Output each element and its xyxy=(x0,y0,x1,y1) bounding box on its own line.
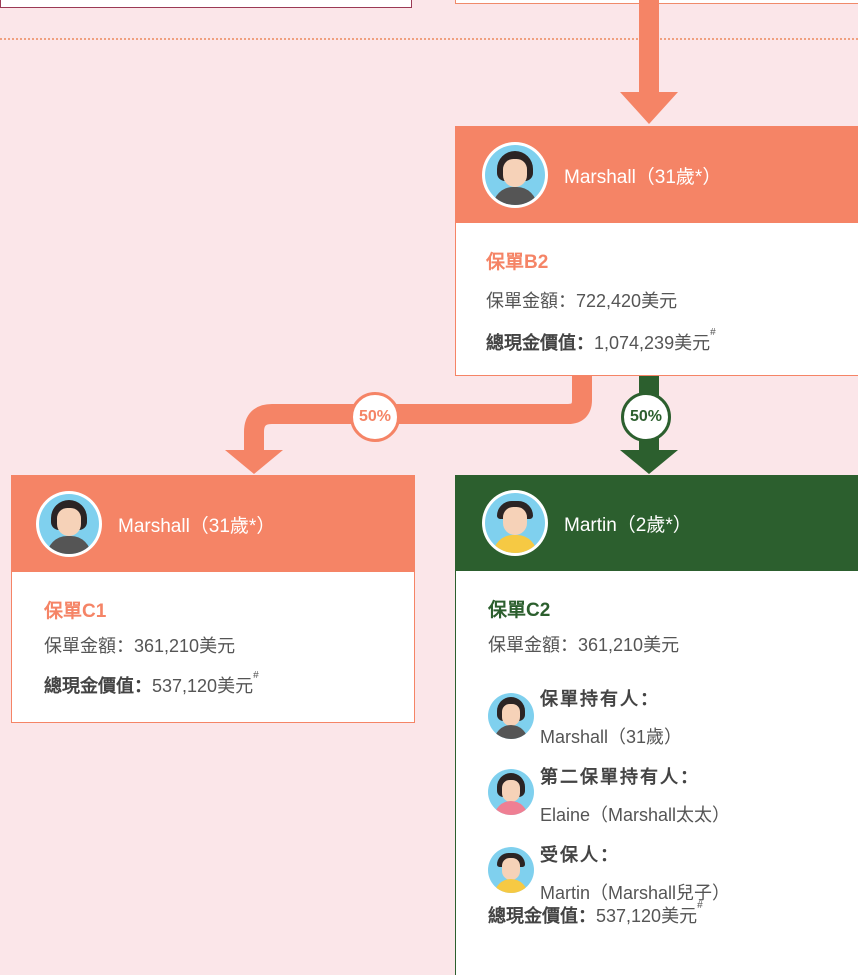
arrow-left-head xyxy=(225,450,283,474)
card-c1-header: Marshall（31歲*） xyxy=(12,476,414,572)
martin-avatar-icon xyxy=(482,490,548,556)
split-percent-right: 50% xyxy=(621,392,671,442)
cash-value-row: 總現金價值：1,074,239美元# xyxy=(486,327,716,355)
previous-card-left xyxy=(0,0,412,8)
role-label: 受保人： xyxy=(540,845,620,865)
footnote-mark: # xyxy=(697,900,703,911)
role-policy-holder: 保單持有人： Marshall（31歲） xyxy=(486,685,682,749)
role-value: Elaine（Marshall太太） xyxy=(540,805,731,825)
cash-value-row: 總現金價值：537,120美元# xyxy=(44,670,259,698)
sum-assured-value: 361,210美元 xyxy=(134,636,236,656)
martin-avatar-icon xyxy=(486,845,536,895)
marshall-avatar-icon xyxy=(36,491,102,557)
arrow-right-head xyxy=(620,450,678,474)
cash-value-value: 537,120美元 xyxy=(596,906,698,926)
dotted-divider xyxy=(0,38,858,40)
cash-value-label: 總現金價值： xyxy=(44,676,152,696)
marshall-avatar-icon xyxy=(486,691,536,741)
footnote-mark: # xyxy=(253,670,259,681)
sum-assured-label: 保單金額： xyxy=(488,635,578,655)
cash-value-value: 537,120美元 xyxy=(152,676,254,696)
sum-assured-label: 保單金額： xyxy=(44,636,134,656)
card-b2-header: Marshall（31歲*） xyxy=(456,127,858,223)
role-label: 第二保單持有人： xyxy=(540,767,700,787)
cash-value-label: 總現金價值： xyxy=(486,333,594,353)
policy-card-c2: Martin（2歲*） 保單C2 保單金額：361,210美元 總現金價值：53… xyxy=(455,475,858,975)
sum-assured-row: 保單金額：361,210美元 xyxy=(488,631,679,657)
sum-assured-row: 保單金額：361,210美元 xyxy=(44,632,235,658)
sum-assured-value: 361,210美元 xyxy=(578,635,680,655)
footnote-mark: # xyxy=(710,327,716,338)
role-value: Martin（Marshall兒子） xyxy=(540,883,731,903)
split-percent-left: 50% xyxy=(350,392,400,442)
arrow-top-head xyxy=(620,92,678,124)
role-insured: 受保人： Martin（Marshall兒子） xyxy=(486,841,730,905)
sum-assured-row: 保單金額：722,420美元 xyxy=(486,287,677,313)
insured-name: Martin（2歲*） xyxy=(564,514,692,536)
policy-card-c1: Marshall（31歲*） 保單C1 保單金額：361,210美元 總現金價值… xyxy=(11,475,415,723)
elaine-avatar-icon xyxy=(486,767,536,817)
policy-card-b2: Marshall（31歲*） 保單B2 保單金額：722,420美元 總現金價值… xyxy=(455,126,858,376)
cash-value-row: 總現金價值：537,120美元# xyxy=(488,900,703,928)
role-label: 保單持有人： xyxy=(540,689,660,709)
insured-name: Marshall（31歲*） xyxy=(564,166,722,188)
marshall-avatar-icon xyxy=(482,142,548,208)
sum-assured-label: 保單金額： xyxy=(486,291,576,311)
arrow-top-shaft xyxy=(639,0,659,92)
role-second-policy-holder: 第二保單持有人： Elaine（Marshall太太） xyxy=(486,763,730,827)
policy-title: 保單C1 xyxy=(44,601,107,622)
policy-title: 保單B2 xyxy=(486,252,549,273)
sum-assured-value: 722,420美元 xyxy=(576,291,678,311)
policy-title: 保單C2 xyxy=(488,600,551,621)
insured-name: Marshall（31歲*） xyxy=(118,515,276,537)
cash-value-value: 1,074,239美元 xyxy=(594,333,711,353)
card-c2-header: Martin（2歲*） xyxy=(456,475,858,571)
cash-value-label: 總現金價值： xyxy=(488,906,596,926)
role-value: Marshall（31歲） xyxy=(540,727,683,747)
arrow-left-path xyxy=(244,374,592,450)
